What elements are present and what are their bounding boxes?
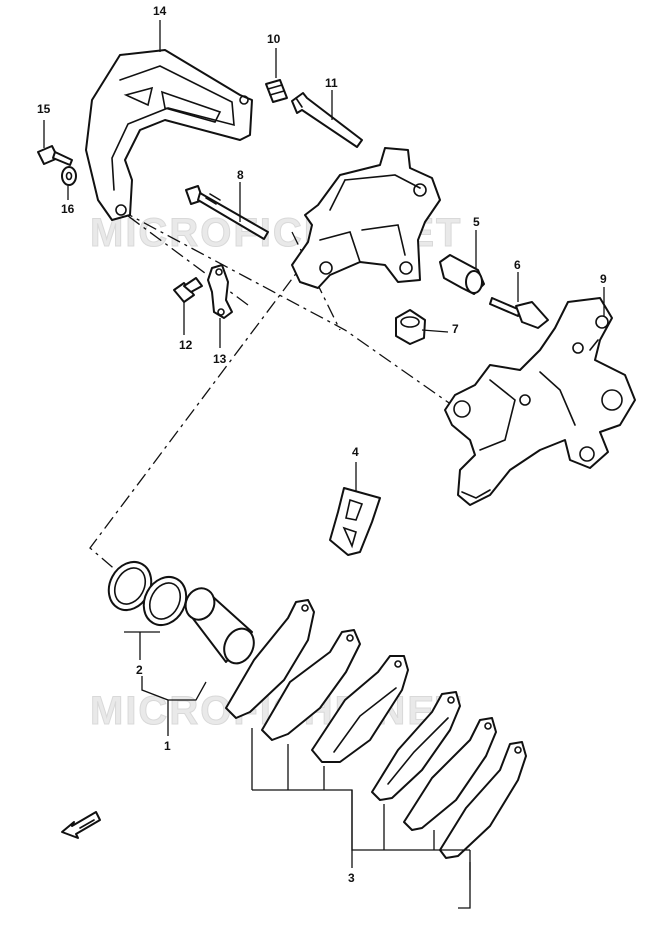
callout-10: 10 — [267, 32, 281, 46]
bushing — [439, 254, 485, 295]
callout-16: 16 — [61, 202, 75, 216]
bleeder-valve — [173, 277, 203, 303]
piston — [184, 587, 255, 665]
callout-5: 5 — [473, 215, 480, 229]
callout-8: 8 — [237, 168, 244, 182]
pad-pin — [291, 92, 363, 148]
callout-9: 9 — [600, 272, 607, 286]
callout-1: 1 — [164, 739, 171, 753]
guard-bolt — [37, 145, 73, 166]
brake-pad-2 — [371, 691, 461, 801]
bracket-bolt — [489, 297, 549, 329]
pad-shim-4 — [439, 741, 527, 859]
callout-7: 7 — [452, 322, 459, 336]
slide-pin-bolt — [185, 185, 269, 240]
callout-14: 14 — [153, 4, 167, 18]
pad-shim-1 — [225, 599, 315, 719]
washer — [61, 166, 77, 186]
callout-4: 4 — [352, 445, 359, 459]
pad-shim-3 — [403, 717, 497, 831]
caliper-guard-bracket — [85, 49, 253, 221]
pad-shim-2 — [261, 629, 361, 741]
bracket-bushing — [395, 309, 426, 345]
caliper-body — [291, 147, 441, 289]
pad-spring — [329, 487, 381, 556]
leader-lines — [43, 20, 605, 909]
callout-2: 2 — [136, 663, 143, 677]
callout-15: 15 — [37, 102, 51, 116]
piston-seals — [107, 561, 188, 626]
retainer-clip — [207, 264, 233, 319]
callout-6: 6 — [514, 258, 521, 272]
callout-3: 3 — [348, 871, 355, 885]
brake-pad-1 — [311, 655, 409, 763]
callout-11: 11 — [325, 76, 338, 90]
callout-12: 12 — [179, 338, 193, 352]
caliper-cap — [265, 79, 288, 103]
caliper-bracket — [444, 297, 636, 506]
callout-13: 13 — [213, 352, 227, 366]
front-direction-arrow-icon — [61, 811, 101, 839]
